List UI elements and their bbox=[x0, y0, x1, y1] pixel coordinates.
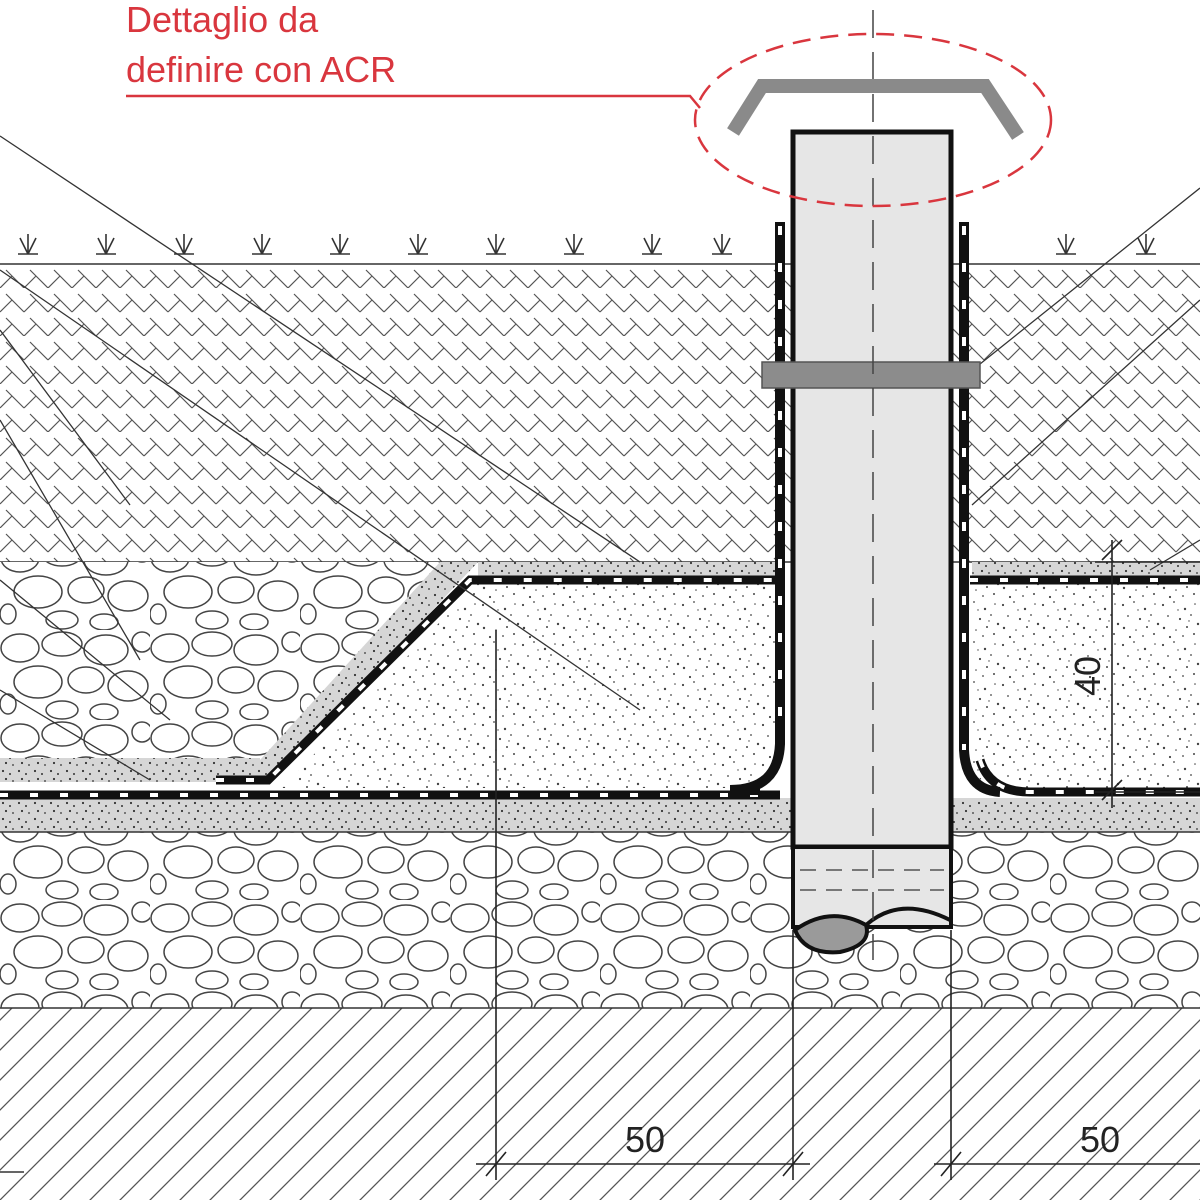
slope-sand-band bbox=[240, 562, 478, 782]
waterproof-membrane bbox=[0, 222, 1200, 800]
dimension-lines bbox=[476, 539, 1200, 1180]
vegetation-symbols bbox=[18, 234, 1156, 255]
top-sand-strip-left bbox=[478, 562, 778, 578]
vertical-pipe bbox=[790, 129, 954, 850]
sand-fill-right-speckle bbox=[972, 582, 1200, 790]
subsoil-layer bbox=[0, 1008, 1200, 1200]
pipe-cap bbox=[727, 79, 1024, 140]
annotation-line-2: definire con ACR bbox=[126, 49, 396, 90]
gravel-base-layer bbox=[0, 832, 1200, 1008]
pipe-break-symbol bbox=[792, 914, 869, 955]
sand-fill-left-speckle bbox=[282, 582, 778, 788]
pipe-collar bbox=[761, 361, 981, 389]
topsoil-layer bbox=[0, 264, 1200, 562]
top-sand-strip-right bbox=[972, 562, 1200, 578]
dimension-width-left: 50 bbox=[625, 1119, 665, 1160]
annotation-line-1: Dettaglio da bbox=[126, 0, 319, 40]
annotation-ellipse bbox=[693, 32, 1053, 208]
annotation-leader bbox=[126, 94, 701, 109]
dimension-height: 40 bbox=[1067, 656, 1108, 696]
dimension-width-right: 50 bbox=[1080, 1119, 1120, 1160]
pipe-lower-section bbox=[791, 845, 953, 929]
leader-lines bbox=[0, 135, 1200, 781]
sand-bedding-strip bbox=[0, 798, 1200, 832]
